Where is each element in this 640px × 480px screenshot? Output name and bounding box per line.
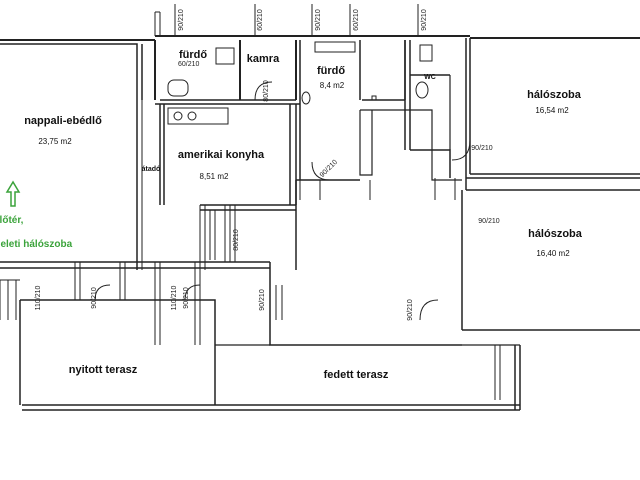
dim-label: 110/210 <box>171 286 178 311</box>
room-name-haloszoba-1: hálószoba <box>527 89 582 101</box>
toilet-bowl-icon <box>415 81 429 99</box>
room-name-nyitott-terasz: nyitott terasz <box>69 364 138 376</box>
dim-label: 110/210 <box>35 286 42 311</box>
top-dims <box>174 4 419 36</box>
sink-icon <box>215 47 235 65</box>
room-name-wc: WC <box>424 74 436 81</box>
dim-label: 90/210 <box>259 289 266 311</box>
shower-icon <box>314 41 356 53</box>
dim-label: 90/210 <box>478 218 500 225</box>
dim-label: 60/210 <box>257 9 264 31</box>
bathtub-icon <box>167 79 189 97</box>
entrance-arrow-icon <box>5 180 21 207</box>
room-area-furdo-main: 8,4 m2 <box>320 81 345 90</box>
label-eloter-line1: előtér, <box>0 215 24 226</box>
room-area-haloszoba-1: 16,54 m2 <box>535 106 569 115</box>
dim-label: 80/210 <box>233 229 240 251</box>
dim-label: 90/210 <box>178 9 185 31</box>
room-name-furdo-small: fürdő <box>179 49 207 61</box>
dim-label: 90/210 <box>91 287 98 309</box>
room-name-konyha: amerikai konyha <box>178 149 265 161</box>
kitchen-counter-icon <box>167 107 229 125</box>
room-area-haloszoba-2: 16,40 m2 <box>536 249 570 258</box>
label-eloter-line2: emeleti hálószoba <box>0 239 73 250</box>
room-name-haloszoba-2: hálószoba <box>528 228 583 240</box>
room-name-fedett-terasz: fedett terasz <box>324 369 389 381</box>
walls <box>0 11 640 411</box>
dim-label: 90/210 <box>407 299 414 321</box>
room-name-kamra: kamra <box>247 53 280 65</box>
toilet-icon <box>419 44 433 62</box>
fixtures <box>167 41 433 125</box>
dim-label: 60/210 <box>178 61 200 68</box>
dim-label: 80/210 <box>263 80 270 102</box>
dimension-labels: 90/210 60/210 90/210 60/210 90/210 80/21… <box>35 9 500 321</box>
room-name-furdo-main: fürdő <box>317 65 345 77</box>
room-name-nappali: nappali-ebédlő <box>24 115 102 127</box>
dim-label: 90/210 <box>183 287 190 309</box>
room-area-konyha: 8,51 m2 <box>200 172 229 181</box>
dim-label: 90/210 <box>319 159 339 179</box>
room-area-nappali: 23,75 m2 <box>38 137 72 146</box>
dim-label: 90/210 <box>421 9 428 31</box>
dim-label: 90/210 <box>315 9 322 31</box>
label-atado: átadó <box>142 166 161 173</box>
basin-icon <box>301 91 311 105</box>
dim-label: 60/210 <box>353 9 360 31</box>
dim-label: 90/210 <box>471 145 493 152</box>
